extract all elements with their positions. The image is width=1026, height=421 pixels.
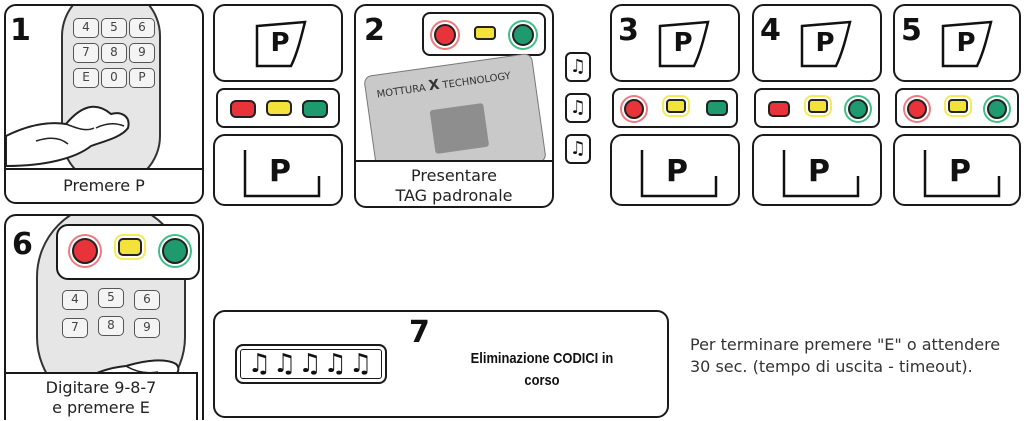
step-6-caption-line2: e premere E [52, 398, 150, 417]
led-bar-2 [422, 12, 546, 56]
step-4-bottom: P [752, 134, 882, 206]
p-key-frame-icon [923, 150, 1001, 198]
key-9: 9 [134, 318, 160, 338]
key-7: 7 [73, 43, 99, 63]
tag-card-logo [429, 102, 490, 155]
keypad: 4 5 6 7 8 9 E 0 P [61, 6, 161, 186]
step-6-caption: Digitare 9-8-7 e premere E [6, 372, 198, 420]
p-button-icon [658, 20, 710, 68]
key-6: 6 [129, 18, 155, 38]
beep-notes-box: ♫♫♫♫♫ [235, 344, 387, 384]
step-7-text: Eliminazione CODICI in corso [469, 348, 615, 392]
step-2-panel: 2 MOTTURA X TECHNOLOGY Presentare TAG pa… [354, 4, 554, 208]
p-key-label: P [666, 154, 688, 189]
led-red [624, 99, 644, 119]
step-3-bottom: P [610, 134, 740, 206]
led-yellow [808, 99, 828, 113]
step-7-text-line1: Eliminazione CODICI in [470, 350, 614, 367]
timeout-note: Per terminare premere "E" o attendere 30… [690, 334, 1000, 378]
led-green [162, 238, 188, 264]
led-yellow [266, 100, 292, 116]
p-button-icon [941, 20, 993, 68]
led-red [768, 101, 790, 117]
p-key-frame-icon [782, 150, 860, 198]
p-button-label: P [270, 28, 290, 58]
led-yellow [948, 99, 968, 113]
led-green [706, 100, 728, 116]
step-4-number: 4 [760, 13, 781, 48]
key-4: 4 [62, 290, 88, 310]
led-yellow [474, 26, 496, 40]
step-5-bottom: P [893, 134, 1021, 206]
p-button-bottom-1: P [213, 134, 343, 206]
step-2-number: 2 [364, 13, 385, 48]
key-e: E [73, 68, 99, 88]
led-red [907, 99, 927, 119]
step-1-panel: 1 4 5 6 7 8 9 E 0 P Premere P [4, 4, 204, 204]
p-key-frame-icon [243, 150, 321, 198]
p-key-frame-icon [640, 150, 718, 198]
step-6-panel: 6 4 5 6 7 8 9 Digitare 9-8-7 e premere E [4, 214, 204, 420]
beep-note-3: ♫ [565, 134, 591, 164]
key-9: 9 [129, 43, 155, 63]
beep-note-1: ♫ [565, 52, 591, 82]
key-4: 4 [73, 18, 99, 38]
step-5-number: 5 [901, 13, 922, 48]
led-yellow [118, 238, 142, 256]
led-bar-1 [216, 88, 340, 128]
led-red [72, 238, 98, 264]
led-bar-3 [612, 88, 738, 128]
led-green [987, 99, 1007, 119]
beep-notes-text: ♫♫♫♫♫ [247, 349, 375, 379]
step-7-panel: ♫♫♫♫♫ 7 Eliminazione CODICI in corso [213, 310, 669, 418]
p-key-label: P [808, 154, 830, 189]
key-5: 5 [98, 288, 124, 308]
p-key-label: P [949, 154, 971, 189]
step-1-caption: Premere P [6, 168, 202, 202]
step-4-top: 4 P [752, 4, 882, 82]
step-6-caption-line1: Digitare 9-8-7 [45, 378, 157, 397]
step-1-caption-text: Premere P [63, 176, 145, 195]
led-red [434, 24, 456, 46]
p-button-label: P [673, 28, 693, 58]
key-8: 8 [101, 43, 127, 63]
step-1-number: 1 [10, 13, 31, 48]
step-3-top: 3 P [610, 4, 740, 82]
step-7-number: 7 [409, 315, 430, 350]
key-5: 5 [101, 18, 127, 38]
key-0: 0 [101, 68, 127, 88]
led-bar-6 [56, 224, 200, 280]
p-button-label: P [956, 28, 976, 58]
timeout-note-line1: Per terminare premere "E" o attendere [690, 335, 1001, 354]
step-6-number: 6 [12, 227, 33, 262]
led-green [512, 24, 534, 46]
key-6: 6 [134, 290, 160, 310]
led-green [302, 100, 328, 118]
step-2-caption-line2: TAG padronale [395, 186, 513, 205]
timeout-note-line2: 30 sec. (tempo di uscita - timeout). [690, 357, 973, 376]
p-button-icon [255, 20, 307, 68]
key-8: 8 [98, 316, 124, 336]
led-bar-5 [895, 88, 1019, 128]
step-7-text-line2: corso [524, 372, 560, 389]
step-5-top: 5 P [893, 4, 1021, 82]
step-3-number: 3 [618, 13, 639, 48]
p-button-icon [800, 20, 852, 68]
p-key-label: P [269, 154, 291, 189]
beep-note-2: ♫ [565, 93, 591, 123]
led-red [230, 100, 256, 118]
step-2-caption: Presentare TAG padronale [356, 160, 552, 206]
p-button-label: P [815, 28, 835, 58]
p-button-top-1: P [213, 4, 343, 82]
tag-card-brand: MOTTURA X TECHNOLOGY [376, 70, 512, 101]
key-7: 7 [62, 318, 88, 338]
step-2-caption-line1: Presentare [411, 166, 497, 185]
key-p: P [129, 68, 155, 88]
hand-pressing-icon [6, 105, 130, 168]
led-bar-4 [754, 88, 880, 128]
led-green [848, 99, 868, 119]
led-yellow [666, 99, 686, 113]
